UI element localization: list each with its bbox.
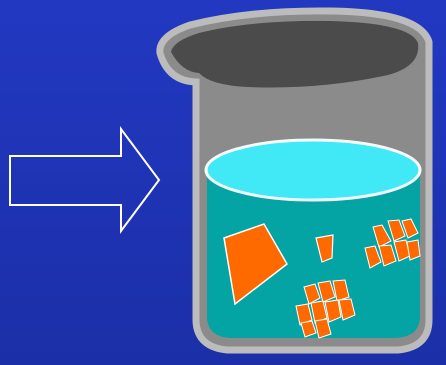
beaker-icon [160,11,429,350]
